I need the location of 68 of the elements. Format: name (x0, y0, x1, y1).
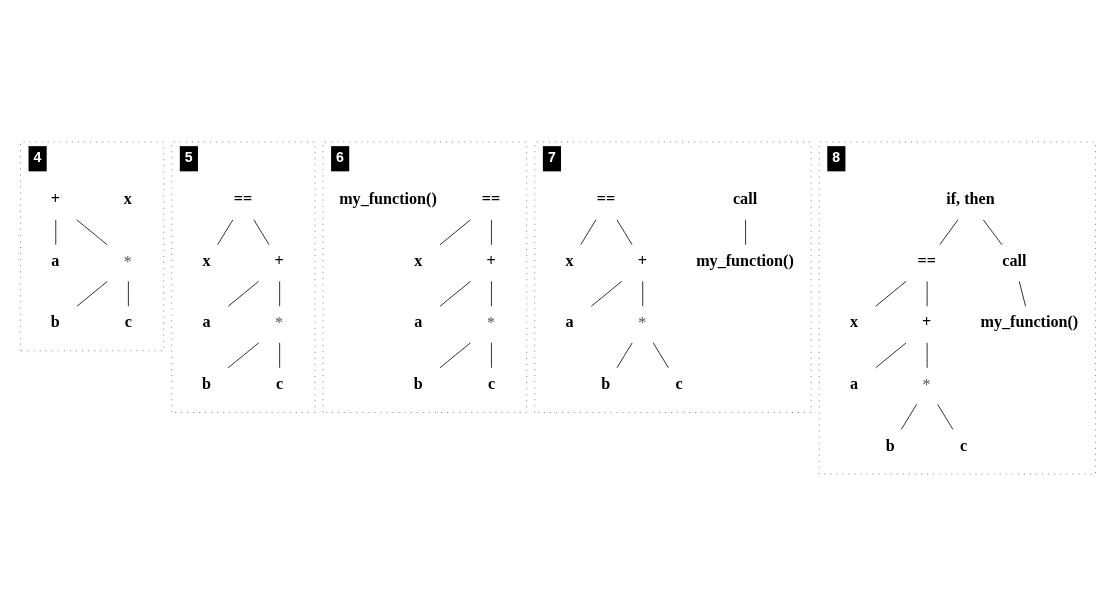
node-text: b (601, 374, 611, 392)
node-text: c (276, 374, 284, 392)
connector (580, 218, 597, 245)
connector (491, 341, 492, 368)
connector (253, 218, 270, 245)
connector (590, 280, 623, 307)
node-text: c (959, 436, 968, 453)
node-text: a (202, 312, 211, 330)
node-text: my_function() (696, 251, 794, 269)
node-text: a (849, 374, 859, 392)
connector (439, 341, 471, 368)
connector (439, 280, 471, 307)
node-text: == (233, 189, 253, 207)
node-text: if, then (946, 189, 995, 207)
connector (875, 280, 907, 307)
node-text: * (638, 313, 647, 331)
node-text: c (675, 374, 683, 392)
node-text: x (565, 251, 574, 269)
connector (652, 341, 669, 368)
connector (616, 341, 633, 368)
node-text: * (123, 252, 132, 270)
node-text: c (487, 374, 496, 392)
node-text: * (922, 375, 931, 393)
node-text: a (414, 312, 423, 330)
node-text: + (637, 251, 647, 269)
connector (1018, 280, 1026, 307)
node-text: call (732, 189, 758, 207)
connector (491, 218, 492, 245)
connector (227, 341, 260, 368)
connector (901, 403, 917, 430)
node-text: a (565, 312, 574, 330)
connector (227, 280, 260, 307)
node-text: my_function() (339, 189, 437, 207)
connector (616, 218, 633, 245)
node-text: + (486, 251, 496, 269)
connector (439, 218, 471, 245)
node-text: == (917, 251, 936, 269)
connector (491, 280, 492, 307)
node-text: x (414, 251, 423, 269)
node-text: == (481, 189, 501, 207)
connector (217, 218, 234, 245)
connector (939, 218, 959, 245)
node-text: x (202, 251, 211, 269)
node-text: == (596, 189, 616, 207)
connector (279, 341, 281, 368)
connector (279, 280, 281, 307)
node-text: x (123, 189, 132, 207)
node-text: b (202, 374, 211, 392)
node-text: + (922, 312, 932, 330)
connector (875, 341, 907, 368)
connector (982, 218, 1003, 245)
connector (745, 218, 746, 245)
node-text: b (413, 374, 423, 392)
connector (76, 218, 108, 245)
node-text: call (1002, 251, 1027, 269)
connector (127, 280, 129, 307)
node-text: * (275, 313, 284, 331)
node-text: + (50, 189, 60, 207)
node-text: * (486, 313, 495, 331)
node-text: c (124, 312, 133, 330)
node-text: + (274, 251, 284, 269)
node-text: b (50, 312, 60, 330)
node-text: x (849, 312, 859, 330)
connector (937, 403, 954, 430)
node-text: a (51, 251, 60, 269)
connector (76, 280, 108, 307)
node-text: b (885, 436, 895, 453)
node-text: my_function() (980, 312, 1079, 330)
